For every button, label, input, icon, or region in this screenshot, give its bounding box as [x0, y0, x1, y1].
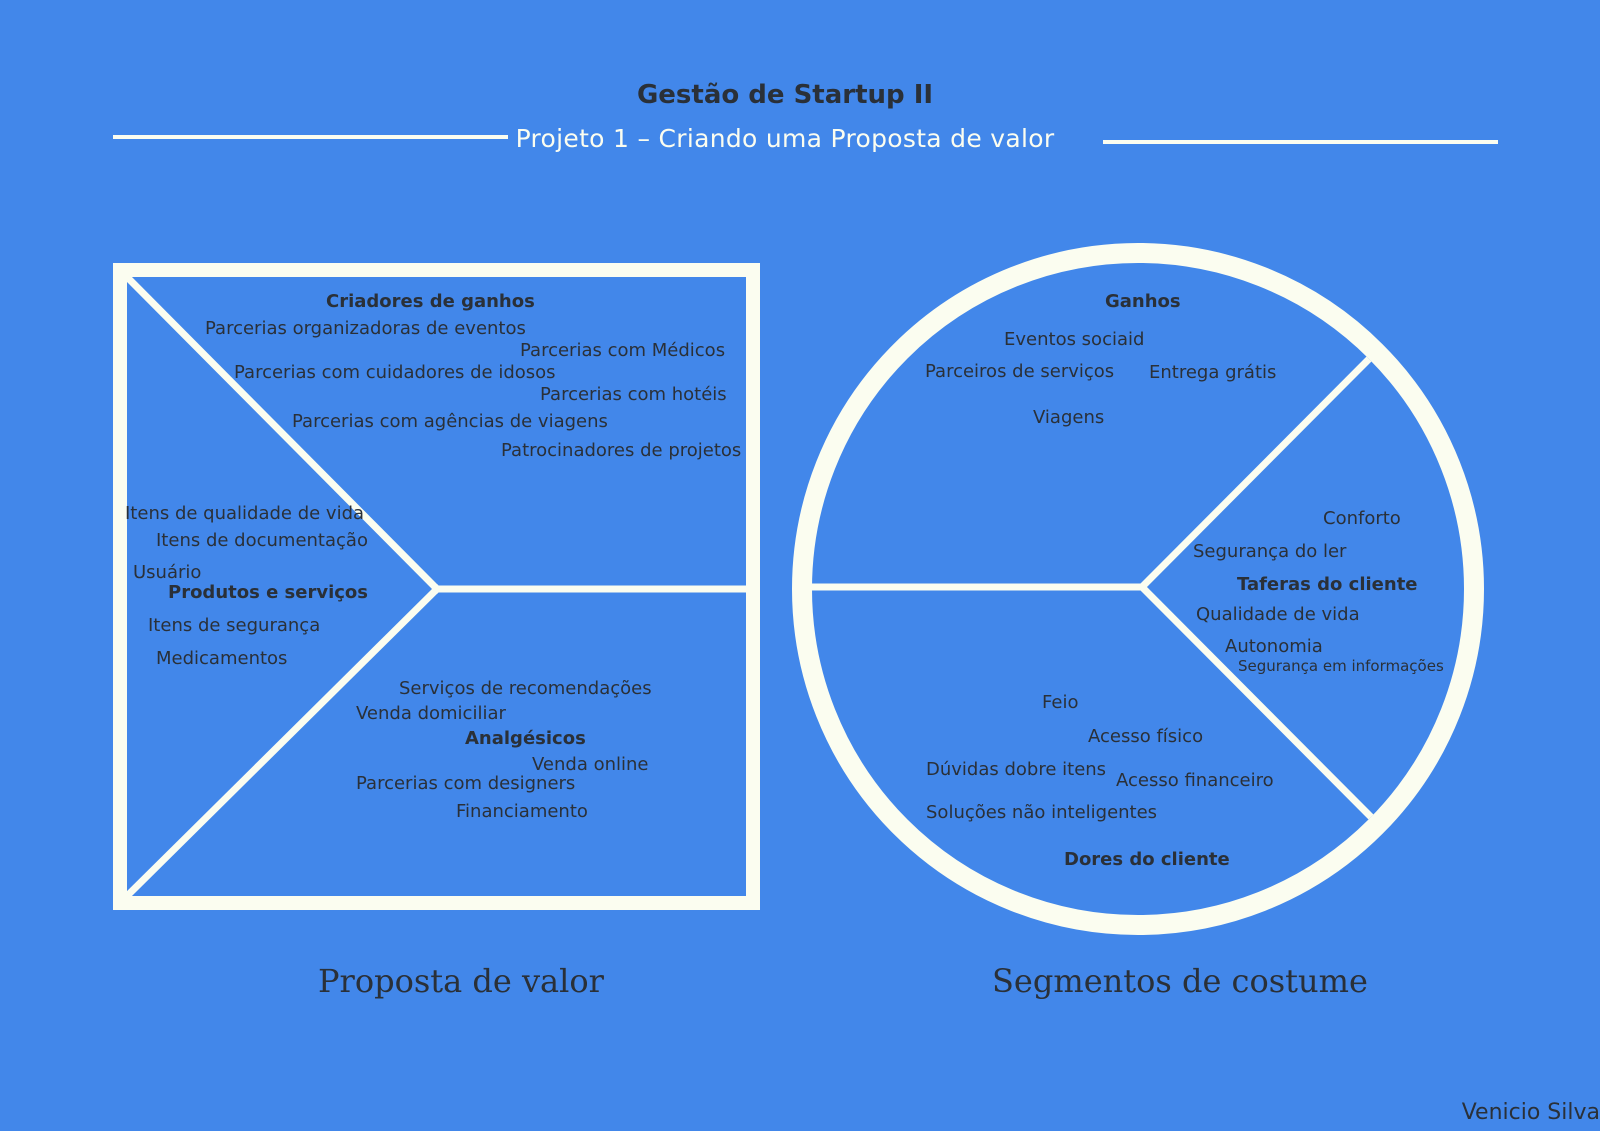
- gain-creator-item: Parcerias organizadoras de eventos: [205, 318, 526, 339]
- circle-divider-upper: [1139, 356, 1372, 590]
- gain-creator-item: Patrocinadores de projetos: [501, 440, 742, 461]
- pain-reliever-item: Serviços de recomendações: [399, 678, 652, 699]
- circle-divider-lower: [1139, 584, 1374, 820]
- gain-creators-heading: Criadores de ganhos: [326, 291, 535, 312]
- subtitle-rule-right: [1103, 140, 1498, 144]
- gains-heading: Ganhos: [1105, 291, 1181, 312]
- customer-job-item: Qualidade de vida: [1196, 604, 1360, 625]
- gain-creator-item: Parcerias com agências de viagens: [292, 411, 608, 432]
- product-service-item: Itens de qualidade de vida: [125, 503, 365, 524]
- pain-relievers-heading: Analgésicos: [465, 728, 586, 749]
- customer-segment-circle: [792, 243, 1484, 935]
- pain-item: Dúvidas dobre itens: [926, 759, 1107, 780]
- customer-job-item: Autonomia: [1225, 636, 1323, 657]
- square-border: [113, 263, 760, 910]
- square-divider-lower: [122, 584, 442, 901]
- products-services-heading: Produtos e serviços: [168, 582, 369, 603]
- pains-heading: Dores do cliente: [1064, 849, 1230, 870]
- customer-jobs-heading: Taferas do cliente: [1237, 574, 1418, 595]
- subtitle-rule-left: [113, 135, 508, 139]
- pain-item: Feio: [1042, 692, 1079, 713]
- pain-item: Acesso financeiro: [1116, 770, 1274, 791]
- customer-job-item: Segurança do ler: [1193, 541, 1347, 562]
- customer-job-item: Segurança em informações: [1238, 657, 1444, 675]
- pain-reliever-item: Parcerias com designers: [356, 773, 576, 794]
- page-subtitle: Projeto 1 – Criando uma Proposta de valo…: [515, 124, 1055, 153]
- pain-item: Soluções não inteligentes: [926, 802, 1158, 823]
- pain-reliever-item: Venda online: [532, 754, 649, 775]
- customer-segment-caption: Segmentos de costume: [992, 962, 1368, 1000]
- gain-item: Viagens: [1033, 407, 1105, 428]
- product-service-item: Itens de documentação: [156, 530, 368, 551]
- pain-reliever-item: Venda domiciliar: [356, 703, 506, 724]
- product-service-item: Usuário: [133, 562, 202, 583]
- gain-item: Entrega grátis: [1149, 362, 1277, 383]
- gain-item: Eventos sociaid: [1004, 329, 1145, 350]
- pain-reliever-item: Financiamento: [456, 801, 588, 822]
- pain-item: Acesso físico: [1088, 726, 1204, 747]
- square-divider-upper: [122, 272, 442, 594]
- value-proposition-caption: Proposta de valor: [318, 962, 604, 1000]
- gain-creator-item: Parcerias com hotéis: [540, 384, 727, 405]
- gain-creator-item: Parcerias com cuidadores de idosos: [234, 362, 556, 383]
- page-title: Gestão de Startup II: [636, 80, 934, 110]
- author-signature: Venicio Silva: [1461, 1100, 1600, 1125]
- circle-border: [792, 243, 1484, 935]
- value-proposition-square: [113, 263, 760, 910]
- gain-creator-item: Parcerias com Médicos: [520, 340, 726, 361]
- gain-item: Parceiros de serviços: [925, 361, 1115, 382]
- product-service-item: Medicamentos: [156, 648, 288, 669]
- customer-job-item: Conforto: [1323, 508, 1401, 529]
- product-service-item: Itens de segurança: [148, 615, 321, 636]
